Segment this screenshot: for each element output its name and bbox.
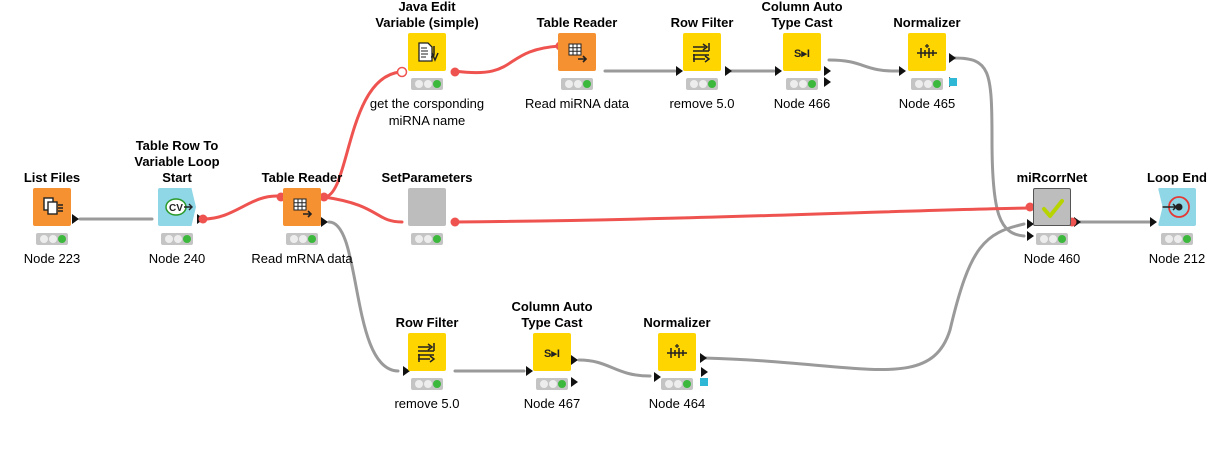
type-cast-icon: S▸I	[783, 33, 821, 71]
in-port	[654, 372, 661, 382]
out-port	[824, 77, 831, 87]
node-label: remove 5.0	[669, 96, 735, 111]
out-port	[321, 217, 328, 227]
metanode-icon	[408, 188, 446, 226]
out-port	[72, 214, 79, 224]
svg-text:S▸I: S▸I	[794, 48, 810, 60]
flow-variable-connection	[201, 194, 280, 221]
metanode-check-icon	[1033, 188, 1071, 226]
in-port	[1027, 219, 1034, 229]
node-status-indicator	[1036, 233, 1068, 245]
out-port	[571, 377, 578, 387]
variable-port	[198, 214, 208, 224]
variable-port	[1025, 202, 1035, 212]
node-status-indicator	[911, 78, 943, 90]
loop-start-icon: CV	[158, 188, 196, 226]
in-port	[526, 366, 533, 376]
node-title: Column Auto Type Cast	[761, 0, 843, 30]
node-title: Column Auto Type Cast	[511, 299, 593, 330]
out-port	[949, 53, 956, 63]
out-port	[571, 355, 578, 365]
node-status-indicator	[686, 78, 718, 90]
node-label: Node 223	[23, 251, 81, 266]
node-status-indicator	[561, 78, 593, 90]
node-title: Table Row To Variable Loop Start	[134, 138, 220, 185]
out-port	[1074, 217, 1081, 227]
loop-end-icon	[1158, 188, 1196, 226]
node-title: Row Filter	[670, 15, 734, 30]
out-port	[725, 66, 732, 76]
normalizer-icon	[658, 333, 696, 371]
node-label: Node 467	[523, 396, 581, 411]
node-title: List Files	[23, 170, 81, 185]
data-connection	[577, 358, 652, 378]
normalizer-icon	[908, 33, 946, 71]
flow-variable-connection	[322, 195, 404, 224]
in-port	[1150, 217, 1157, 227]
out-port	[701, 367, 708, 377]
node-title: Table Reader	[536, 15, 618, 30]
table-reader-icon	[558, 33, 596, 71]
in-port	[1027, 231, 1034, 241]
table-reader-icon	[283, 188, 321, 226]
node-title: Table Reader	[261, 170, 343, 185]
node-title: Normalizer	[893, 15, 961, 30]
flow-variable-connection	[453, 44, 562, 75]
node-status-indicator	[661, 378, 693, 390]
svg-text:CV: CV	[169, 203, 183, 214]
node-label: Node 466	[773, 96, 831, 111]
java-variable-icon	[408, 33, 446, 71]
node-status-indicator	[411, 78, 443, 90]
file-list-icon	[33, 188, 71, 226]
row-filter-icon	[683, 33, 721, 71]
out-port	[700, 353, 707, 363]
node-status-indicator	[161, 233, 193, 245]
node-label: Read mRNA data	[251, 251, 353, 266]
node-status-indicator	[786, 78, 818, 90]
svg-text:S▸I: S▸I	[544, 348, 560, 360]
data-connection	[702, 222, 1026, 371]
flow-variable-connection	[453, 206, 1032, 224]
data-connection	[952, 56, 1026, 238]
type-cast-icon: S▸I	[533, 333, 571, 371]
model-port	[700, 378, 708, 386]
row-filter-icon	[408, 333, 446, 371]
variable-port	[396, 66, 408, 78]
variable-port	[450, 217, 460, 227]
node-title: Row Filter	[395, 315, 459, 330]
flow-variable-connection	[322, 70, 402, 199]
node-status-indicator	[411, 233, 443, 245]
out-port	[824, 66, 831, 76]
model-port	[949, 78, 957, 86]
node-label: Node 212	[1148, 251, 1206, 266]
in-port	[403, 366, 410, 376]
node-status-indicator	[536, 378, 568, 390]
node-title: Java Edit Variable (simple)	[375, 0, 479, 30]
node-label: get the corsponding miRNA name	[369, 96, 485, 128]
node-status-indicator	[411, 378, 443, 390]
data-connection	[327, 220, 400, 373]
node-title: Normalizer	[643, 315, 711, 330]
node-title: SetParameters	[381, 170, 473, 185]
in-port	[775, 66, 782, 76]
node-label: Read miRNA data	[524, 96, 630, 111]
node-status-indicator	[1161, 233, 1193, 245]
node-title: miRcorrNet	[1016, 170, 1088, 185]
node-label: Node 460	[1023, 251, 1081, 266]
node-title: Loop End	[1147, 170, 1207, 185]
node-label: remove 5.0	[394, 396, 460, 411]
variable-port	[319, 192, 329, 202]
node-status-indicator	[286, 233, 318, 245]
data-connection	[827, 58, 902, 73]
node-status-indicator	[36, 233, 68, 245]
node-label: Node 464	[648, 396, 706, 411]
in-port	[899, 66, 906, 76]
in-port	[676, 66, 683, 76]
node-label: Node 465	[898, 96, 956, 111]
connections	[72, 41, 1157, 387]
node-label: Node 240	[148, 251, 206, 266]
variable-port	[450, 67, 460, 77]
